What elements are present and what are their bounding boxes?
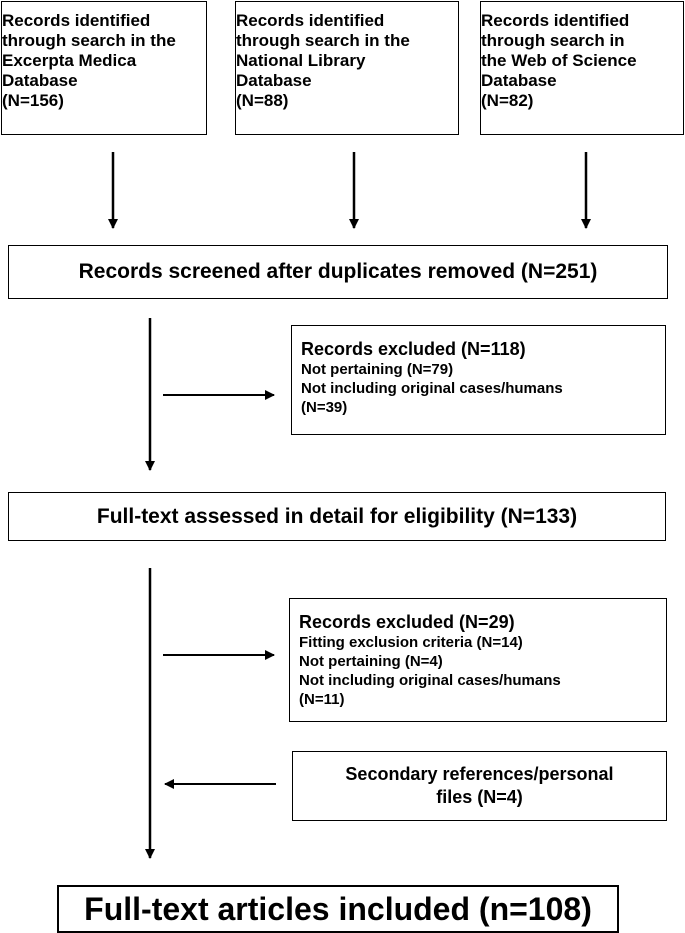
source-line: through search in bbox=[481, 31, 625, 50]
source-line: through search in the bbox=[236, 31, 410, 50]
secondary-line: files (N=4) bbox=[436, 787, 523, 807]
source-box-web-of-science: Records identified through search in the… bbox=[480, 1, 684, 135]
source-line: the Web of Science bbox=[481, 51, 637, 70]
excluded-item: Not pertaining (N=79) bbox=[301, 361, 454, 378]
excluded-item: Not pertaining (N=4) bbox=[299, 653, 443, 670]
excluded-item: (N=39) bbox=[301, 399, 348, 416]
source-count: (N=156) bbox=[2, 91, 64, 110]
final-label: Full-text articles included (n=108) bbox=[84, 890, 592, 927]
excluded-item: Not including original cases/humans bbox=[299, 672, 561, 689]
source-box-excerpta-medica: Records identified through search in the… bbox=[1, 1, 207, 135]
assessed-box: Full-text assessed in detail for eligibi… bbox=[8, 492, 666, 541]
source-count: (N=88) bbox=[236, 91, 289, 110]
source-line: Records identified bbox=[481, 11, 630, 30]
source-line: Records identified bbox=[236, 11, 385, 30]
assessed-label: Full-text assessed in detail for eligibi… bbox=[96, 504, 578, 528]
screened-box: Records screened after duplicates remove… bbox=[8, 245, 668, 299]
source-box-national-library: Records identified through search in the… bbox=[235, 1, 459, 135]
excluded-box-2: Records excluded (N=29) Fitting exclusio… bbox=[289, 598, 667, 722]
source-line: Records identified bbox=[2, 11, 151, 30]
secondary-line: Secondary references/personal bbox=[345, 764, 614, 784]
final-included-box: Full-text articles included (n=108) bbox=[57, 885, 619, 933]
source-line: through search in the bbox=[2, 31, 176, 50]
excluded-item: Not including original cases/humans bbox=[301, 380, 563, 397]
source-count: (N=82) bbox=[481, 91, 534, 110]
source-line: Excerpta Medica bbox=[2, 51, 137, 70]
source-line: National Library bbox=[236, 51, 366, 70]
source-line: Database bbox=[481, 71, 557, 90]
excluded-item: Fitting exclusion criteria (N=14) bbox=[299, 634, 523, 651]
excluded-item: (N=11) bbox=[299, 691, 345, 708]
excluded-box-1: Records excluded (N=118) Not pertaining … bbox=[291, 325, 666, 435]
screened-label: Records screened after duplicates remove… bbox=[78, 260, 598, 283]
source-line: Database bbox=[2, 71, 78, 90]
excluded-heading: Records excluded (N=29) bbox=[299, 612, 515, 632]
source-line: Database bbox=[236, 71, 312, 90]
secondary-references-box: Secondary references/personal files (N=4… bbox=[292, 751, 667, 821]
excluded-heading: Records excluded (N=118) bbox=[301, 339, 526, 359]
